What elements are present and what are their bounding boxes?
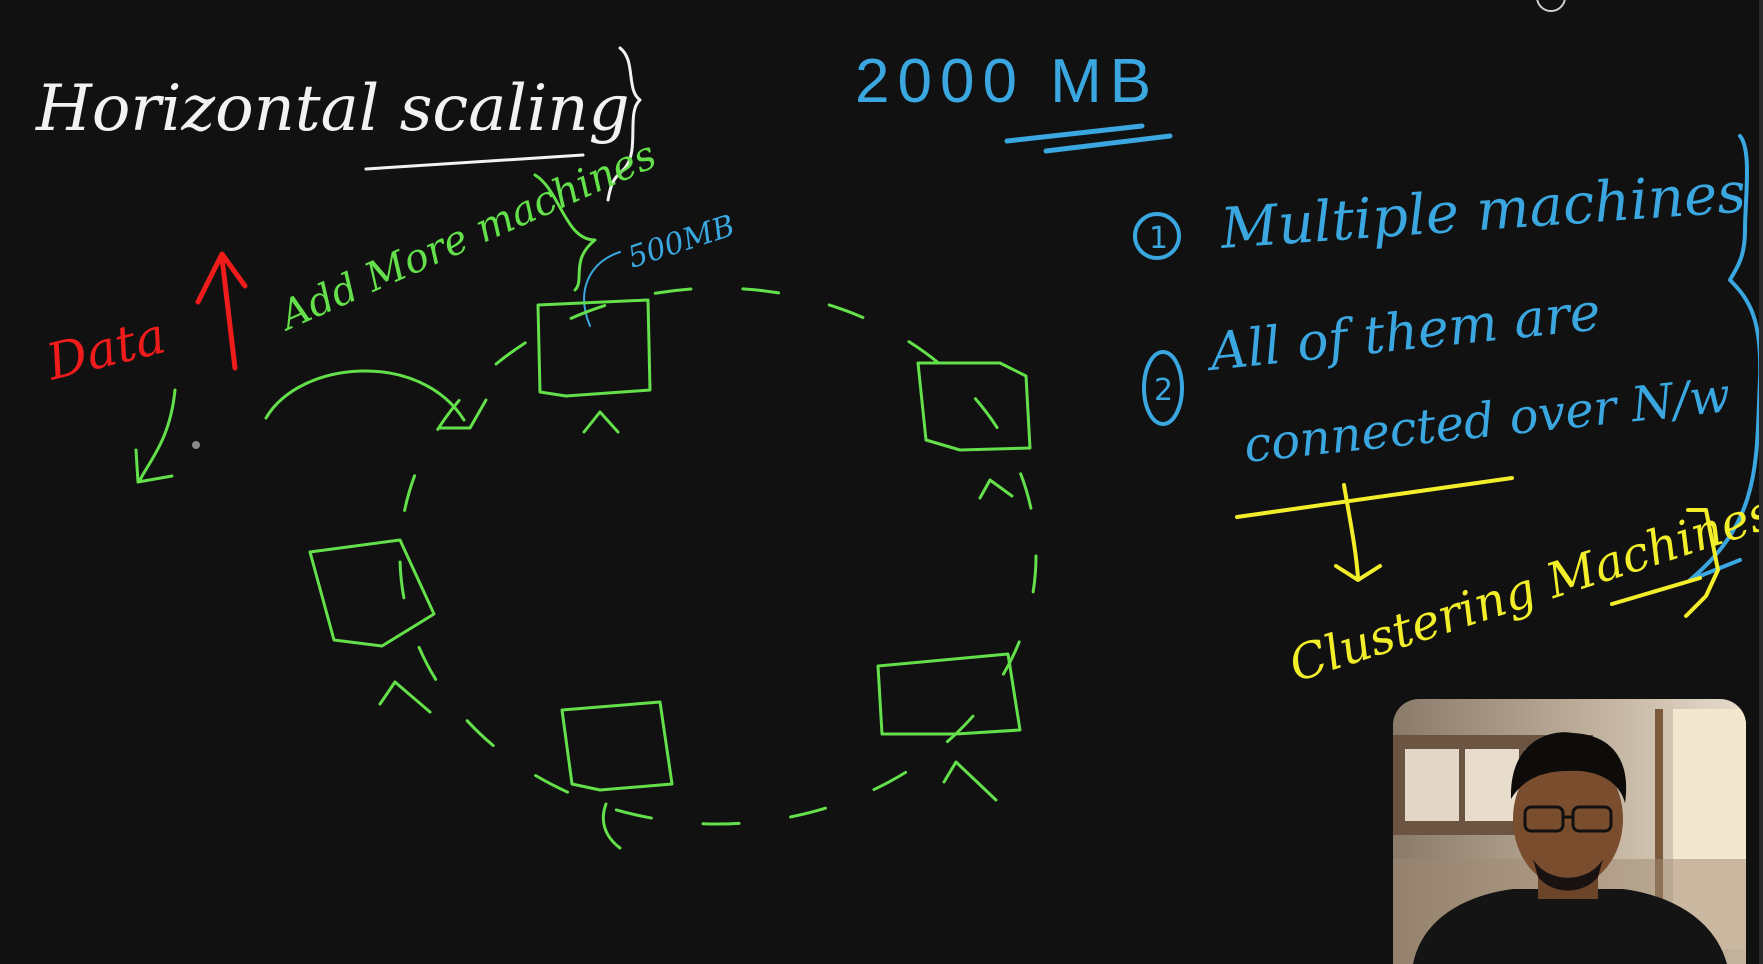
total-size-underline-2 [1043, 133, 1173, 154]
machine-right [916, 361, 1032, 500]
cluster-ring [398, 286, 1038, 826]
point-1-circle [1133, 212, 1181, 260]
result-underline [1610, 576, 1702, 606]
result-bracket [1684, 508, 1720, 618]
point-2-line2: connected over N/w [1241, 367, 1733, 474]
title-brace [606, 46, 642, 202]
machine-bottom-right [876, 652, 1022, 802]
point-1-number: 1 [1149, 221, 1168, 256]
machine-left [308, 538, 436, 714]
yellow-underline [1235, 476, 1514, 519]
point-2-number: 2 [1154, 373, 1173, 408]
scrollbar[interactable] [1759, 0, 1763, 964]
data-curve-arrow [134, 388, 177, 484]
presenter-webcam [1393, 699, 1746, 964]
total-size-text: 2000 MB [855, 47, 1159, 116]
data-up-arrow [195, 251, 248, 371]
node-size-pointer [583, 251, 621, 327]
point-2-line1: All of them are [1203, 282, 1603, 383]
add-more-brace [533, 173, 597, 292]
data-label: Data [40, 306, 171, 392]
machine-bottom [560, 700, 674, 850]
title-text: Horizontal scaling [35, 72, 630, 146]
result-text: Clustering Machines [1282, 484, 1763, 693]
yellow-down-arrow [1334, 483, 1382, 582]
total-size-underline-1 [1004, 123, 1145, 144]
point-2-circle [1142, 350, 1184, 426]
cursor-dot [192, 441, 200, 449]
node-size-text: 500MB [624, 208, 739, 275]
point-1-text: Multiple machines [1217, 160, 1747, 262]
add-more-arrow [264, 369, 488, 430]
title-underline [364, 153, 585, 171]
presenter-video-icon [1393, 699, 1746, 964]
machine-top [536, 298, 652, 434]
